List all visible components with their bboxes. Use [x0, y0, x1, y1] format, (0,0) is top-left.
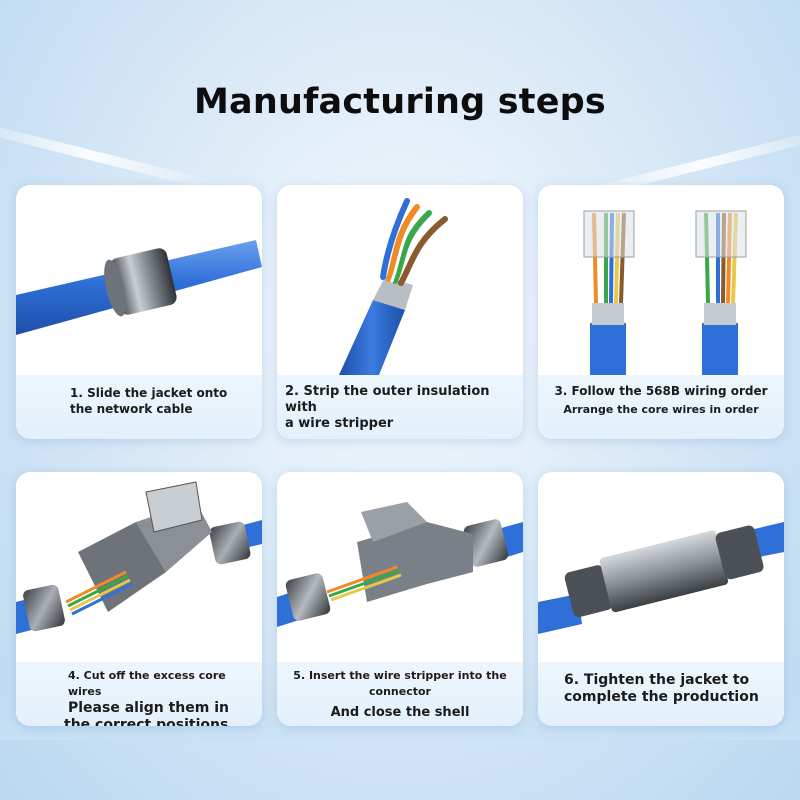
metal-jacket	[104, 248, 177, 317]
step-2-illustration	[339, 198, 448, 375]
step-card-6: 6. Tighten the jacket to complete the pr…	[538, 472, 784, 726]
caption-line: And close the shell	[330, 705, 470, 720]
step-card-5: 5. Insert the wire stripper into the con…	[277, 472, 523, 726]
step-6-illustration	[538, 522, 784, 634]
step-4-caption: 4. Cut off the excess core wires Please …	[16, 662, 262, 726]
background-light-streak	[0, 118, 218, 192]
step-card-4: 4. Cut off the excess core wires Please …	[16, 472, 262, 726]
blue-cable	[339, 300, 405, 375]
step-4-illustration	[16, 481, 262, 634]
page-title: Manufacturing steps	[194, 82, 606, 122]
assembled-coupler	[564, 525, 764, 617]
caption-line: the correct positions.	[64, 717, 234, 726]
caption-line: 2. Strip the outer insulation with	[285, 384, 490, 415]
foil-shield	[373, 277, 413, 310]
caption-line: Please align them in	[68, 700, 229, 716]
step-card-1: 1. Slide the jacket onto the network cab…	[16, 185, 262, 439]
caption-line: 1. Slide the jacket onto	[70, 386, 228, 400]
metal-jacket	[285, 573, 331, 621]
step-5-illustration	[277, 502, 523, 627]
blue-cable	[538, 594, 582, 634]
metal-jacket	[463, 519, 509, 567]
step-card-3: 3. Follow the 568B wiring order Arrange …	[538, 185, 784, 439]
caption-line: a wire stripper	[285, 416, 394, 431]
wiring-order-right	[695, 210, 747, 375]
step-6-caption: 6. Tighten the jacket to complete the pr…	[538, 662, 784, 726]
caption-line: 6. Tighten the jacket to	[564, 672, 750, 688]
step-5-caption: 5. Insert the wire stripper into the con…	[277, 662, 523, 726]
step-card-2: 2. Strip the outer insulation with a wir…	[277, 185, 523, 439]
twisted-wires	[380, 198, 448, 286]
step-3-caption: 3. Follow the 568B wiring order Arrange …	[538, 375, 784, 439]
step-2-caption: 2. Strip the outer insulation with a wir…	[277, 375, 523, 439]
step-3-illustration	[583, 210, 747, 375]
caption-line: 4. Cut off the excess core wires	[68, 669, 226, 698]
metal-jacket	[23, 584, 65, 632]
step-1-illustration	[16, 240, 262, 335]
connector-shell	[326, 502, 473, 602]
wiring-order-left	[583, 210, 635, 375]
caption-line: 3. Follow the 568B wiring order	[554, 384, 768, 398]
caption-line: complete the production	[564, 689, 759, 705]
step-1-caption: 1. Slide the jacket onto the network cab…	[16, 375, 262, 439]
caption-line: Arrange the core wires in order	[563, 403, 759, 416]
caption-line: 5. Insert the wire stripper into the con…	[293, 669, 507, 698]
open-connector	[65, 481, 212, 616]
metal-jacket	[209, 521, 251, 565]
caption-line: the network cable	[70, 402, 193, 416]
